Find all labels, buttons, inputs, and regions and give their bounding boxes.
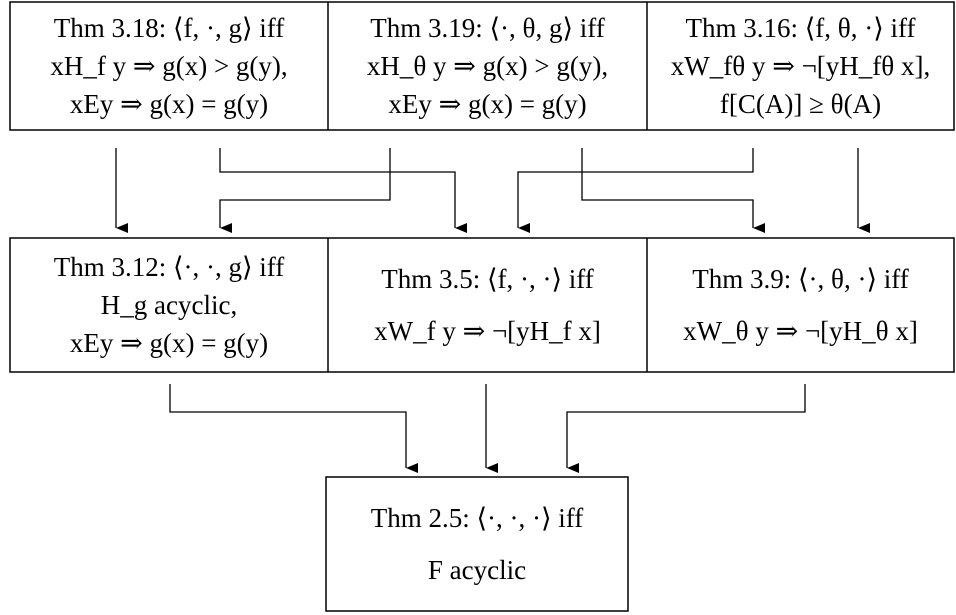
middle-row-frame (9, 237, 955, 373)
theorem-3-5-title: Thm 3.5: ⟨f, ·, ·⟩ iff (381, 264, 594, 294)
theorem-3-18-condition-1: xH_f y ⇒ g(x) > g(y), (50, 51, 288, 81)
theorem-3-12-box: Thm 3.12: ⟨·, ·, g⟩ iff H_g acyclic, xEy… (10, 238, 328, 372)
theorem-3-18-box: Thm 3.18: ⟨f, ·, g⟩ iff xH_f y ⇒ g(x) > … (10, 2, 328, 130)
arrow-3-19-to-3-12 (219, 148, 391, 233)
top-row-frame (9, 1, 955, 131)
theorem-3-19-condition-2: xEy ⇒ g(x) = g(y) (388, 89, 587, 119)
arrow-3-12-to-2-5 (169, 384, 418, 473)
theorem-3-16-title: Thm 3.16: ⟨f, θ, ·⟩ iff (685, 13, 916, 43)
arrow-3-9-to-2-5 (566, 384, 806, 473)
theorem-3-9-box: Thm 3.9: ⟨·, θ, ·⟩ iff xW_θ y ⇒ ¬[yH_θ x… (647, 238, 954, 372)
arrow-3-19-to-3-9 (581, 148, 765, 233)
theorem-3-12-title: Thm 3.12: ⟨·, ·, g⟩ iff (53, 252, 285, 282)
theorem-3-16-condition-1: xW_fθ y ⇒ ¬[yH_fθ x], (670, 51, 931, 81)
theorem-3-19-title: Thm 3.19: ⟨·, θ, g⟩ iff (370, 13, 605, 43)
theorem-3-12-condition-1: H_g acyclic, (100, 290, 238, 320)
theorem-3-5-condition: xW_f y ⇒ ¬[yH_f x] (374, 316, 601, 346)
theorem-3-18-condition-2: xEy ⇒ g(x) = g(y) (69, 89, 269, 119)
theorem-2-5-condition: F acyclic (427, 555, 527, 585)
theorem-3-18-title: Thm 3.18: ⟨f, ·, g⟩ iff (53, 13, 285, 43)
theorem-3-19-condition-1: xH_θ y ⇒ g(x) > g(y), (366, 51, 609, 81)
theorem-3-9-title: Thm 3.9: ⟨·, θ, ·⟩ iff (692, 264, 909, 294)
theorem-2-5-title: Thm 2.5: ⟨·, ·, ·⟩ iff (370, 503, 584, 533)
theorem-3-5-box: Thm 3.5: ⟨f, ·, ·⟩ iff xW_f y ⇒ ¬[yH_f x… (328, 238, 647, 372)
bottom-frame (325, 476, 629, 612)
theorem-3-16-box: Thm 3.16: ⟨f, θ, ·⟩ iff xW_fθ y ⇒ ¬[yH_f… (647, 2, 954, 130)
arrow-3-16-to-3-5 (517, 148, 754, 233)
theorem-3-9-condition: xW_θ y ⇒ ¬[yH_θ x] (683, 316, 918, 346)
theorem-2-5-box: Thm 2.5: ⟨·, ·, ·⟩ iff F acyclic (326, 477, 628, 611)
theorem-3-12-condition-2: xEy ⇒ g(x) = g(y) (69, 328, 269, 358)
theorem-3-19-box: Thm 3.19: ⟨·, θ, g⟩ iff xH_θ y ⇒ g(x) > … (328, 2, 647, 130)
theorem-3-16-condition-2: f[C(A)] ≥ θ(A) (719, 89, 882, 119)
arrow-3-18-to-3-5 (219, 148, 467, 233)
